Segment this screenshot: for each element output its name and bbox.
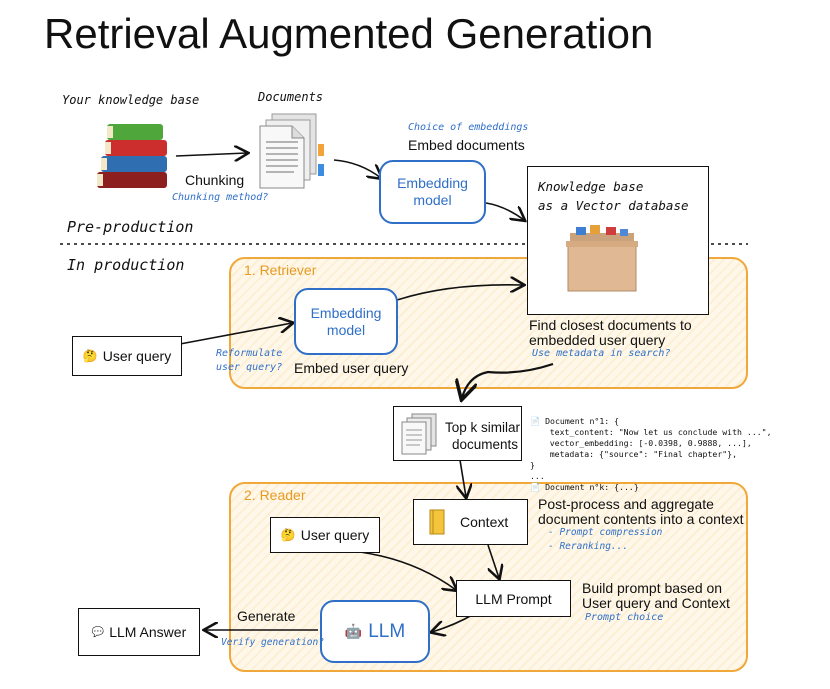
code-line-6: ... — [530, 471, 545, 481]
use-metadata-note: Use metadata in search? — [532, 348, 671, 359]
code-line-4: metadata: {"source": "Final chapter"}, — [530, 449, 738, 459]
document-snippet: 📄 Document n°1: { text_content: "Now let… — [530, 405, 772, 504]
llm-label: LLM — [368, 621, 406, 642]
llm-prompt-box: LLM Prompt — [456, 580, 571, 617]
find-closest-line2: embedded user query — [529, 332, 666, 348]
documents-label: Documents — [258, 90, 324, 104]
embedding-model-box-pre: Embedding model — [379, 160, 486, 224]
page-title: Retrieval Augmented Generation — [44, 10, 654, 57]
build-prompt-line1: Build prompt based on — [582, 580, 723, 596]
user-query-box-retriever: 🤔 User query — [72, 336, 182, 376]
knowledge-base-label: Your knowledge base — [62, 93, 200, 107]
embed-documents-label: Embed documents — [408, 137, 525, 153]
in-production-label: In production — [67, 256, 185, 274]
documents-icon — [259, 113, 324, 189]
llm-answer-box: 💬 LLM Answer — [78, 608, 200, 656]
prompt-choice-note: Prompt choice — [585, 612, 664, 623]
post-process-line2: document contents into a context — [538, 511, 744, 527]
generate-label: Generate — [237, 608, 296, 624]
chunking-method-note: Chunking method? — [172, 192, 269, 203]
user-query-reader-label: User query — [300, 527, 370, 543]
llm-answer-label: LLM Answer — [109, 624, 187, 640]
embedding-model-box-retriever: Embedding model — [294, 288, 398, 355]
reformulate-note-line2: user query? — [216, 362, 283, 373]
embed-user-query-label: Embed user query — [294, 360, 409, 376]
code-line-2: text_content: "Now let us conclude with … — [530, 427, 772, 437]
llm-prompt-label: LLM Prompt — [475, 590, 552, 607]
vector-db-line2: as a Vector database — [538, 198, 689, 213]
vector-db-line1: Knowledge base — [538, 179, 644, 194]
post-process-line1: Post-process and aggregate — [538, 496, 714, 512]
speech-bubble-icon: 💬 — [91, 626, 105, 638]
top-k-documents-box: Top k similar documents — [393, 406, 522, 461]
user-query-box-reader: 🤔 User query — [270, 517, 380, 553]
choice-of-embeddings-note: Choice of embeddings — [408, 122, 529, 133]
embedding-model-line1: Embedding — [397, 175, 468, 191]
context-box: Context — [413, 499, 528, 545]
notebook-icon — [429, 509, 445, 535]
build-prompt-line2: User query and Context — [582, 595, 730, 611]
top-k-line2: documents — [452, 437, 519, 452]
context-label: Context — [460, 514, 509, 530]
reformulate-note-line1: Reformulate — [216, 348, 283, 359]
books-icon — [97, 124, 167, 188]
embedding-model-retriever-line1: Embedding — [310, 304, 382, 321]
robot-icon: 🤖 — [344, 623, 363, 639]
vector-database-box: Knowledge base as a Vector database — [527, 166, 709, 315]
chunking-label: Chunking — [185, 172, 245, 188]
verify-generation-note: Verify generation? — [221, 637, 324, 648]
prompt-compression-note: - Prompt compression — [548, 527, 663, 538]
reranking-note: - Reranking... — [548, 541, 629, 552]
user-query-label: User query — [102, 348, 172, 364]
code-line-7: 📄 Document n°k: {...} — [530, 482, 639, 492]
find-closest-line1: Find closest documents to — [529, 317, 692, 333]
stacked-documents-icon — [401, 413, 437, 455]
thinking-face-icon-reader: 🤔 — [280, 528, 296, 542]
top-k-line1: Top k similar — [445, 420, 521, 435]
code-line-3: vector_embedding: [-0.0398, 0.9888, ...]… — [530, 438, 752, 448]
code-line-5: } — [530, 460, 535, 470]
thinking-face-icon: 🤔 — [82, 349, 98, 363]
pre-production-label: Pre-production — [67, 218, 194, 236]
code-line-1: 📄 Document n°1: { — [530, 416, 620, 426]
llm-box: 🤖 LLM — [320, 600, 430, 663]
retriever-label: 1. Retriever — [244, 262, 317, 278]
embedding-model-line2: model — [413, 192, 452, 208]
file-cabinet-icon — [566, 225, 638, 292]
embedding-model-retriever-line2: model — [326, 321, 366, 338]
reader-label: 2. Reader — [244, 487, 306, 503]
